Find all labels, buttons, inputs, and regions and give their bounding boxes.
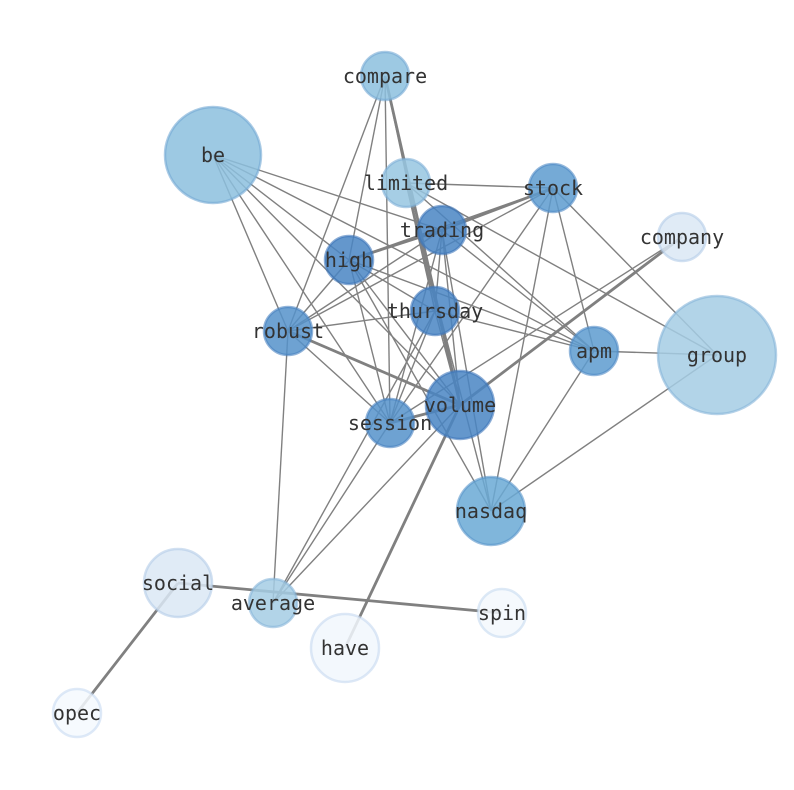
edge-compare-high bbox=[348, 75, 386, 261]
node-high[interactable] bbox=[323, 234, 375, 286]
edge-volume-have bbox=[343, 404, 462, 649]
node-label-trading: trading bbox=[400, 218, 484, 242]
node-label-opec: opec bbox=[53, 701, 101, 725]
node-label-volume: volume bbox=[424, 393, 496, 417]
edge-volume-average bbox=[272, 404, 461, 604]
node-label-social: social bbox=[142, 571, 214, 595]
node-label-nasdaq: nasdaq bbox=[455, 499, 527, 523]
edge-be-apm bbox=[212, 154, 595, 352]
node-average[interactable] bbox=[247, 577, 299, 629]
node-apm[interactable] bbox=[568, 325, 620, 377]
edge-be-session bbox=[212, 154, 391, 424]
node-label-average: average bbox=[231, 591, 315, 615]
node-social[interactable] bbox=[142, 547, 214, 619]
node-volume[interactable] bbox=[424, 369, 496, 441]
edge-high-nasdaq bbox=[348, 259, 492, 512]
node-limited[interactable] bbox=[380, 157, 432, 209]
edge-robust-average bbox=[272, 330, 289, 604]
edge-stock-nasdaq bbox=[490, 187, 554, 512]
node-be[interactable] bbox=[163, 105, 263, 205]
node-label-limited: limited bbox=[364, 171, 448, 195]
edge-session-average bbox=[272, 422, 391, 604]
node-company[interactable] bbox=[656, 211, 708, 263]
nodes-layer: compare be limited stock company trading high t… bbox=[51, 50, 778, 739]
node-label-apm: apm bbox=[576, 339, 612, 363]
node-label-thursday: thursday bbox=[387, 299, 483, 323]
node-opec[interactable] bbox=[51, 687, 103, 739]
edge-high-session bbox=[348, 259, 391, 424]
node-have[interactable] bbox=[309, 612, 381, 684]
node-label-robust: robust bbox=[252, 319, 324, 343]
node-spin[interactable] bbox=[476, 587, 528, 639]
node-label-stock: stock bbox=[523, 176, 583, 200]
node-stock[interactable] bbox=[527, 162, 579, 214]
node-trading[interactable] bbox=[416, 204, 468, 256]
edge-stock-robust bbox=[287, 187, 554, 332]
node-nasdaq[interactable] bbox=[455, 475, 527, 547]
node-label-group: group bbox=[687, 343, 747, 367]
node-label-spin: spin bbox=[478, 601, 526, 625]
node-label-session: session bbox=[348, 411, 432, 435]
node-session[interactable] bbox=[364, 397, 416, 449]
edge-compare-session bbox=[384, 75, 391, 424]
edge-thursday-apm bbox=[434, 310, 595, 352]
edge-compare-robust bbox=[287, 75, 386, 332]
edge-company-volume bbox=[459, 235, 683, 407]
node-robust[interactable] bbox=[262, 305, 314, 357]
edge-social-spin bbox=[177, 581, 503, 615]
node-label-company: company bbox=[640, 225, 724, 249]
node-label-high: high bbox=[325, 248, 373, 272]
node-thursday[interactable] bbox=[409, 285, 461, 337]
edge-trading-apm bbox=[441, 229, 595, 352]
node-group[interactable] bbox=[656, 294, 778, 416]
node-compare[interactable] bbox=[359, 50, 411, 102]
node-label-compare: compare bbox=[343, 64, 427, 88]
edge-high-apm bbox=[348, 259, 595, 352]
node-label-have: have bbox=[321, 636, 369, 660]
node-label-be: be bbox=[201, 143, 225, 167]
edge-stock-apm bbox=[552, 187, 595, 352]
edge-thursday-average bbox=[272, 310, 436, 604]
